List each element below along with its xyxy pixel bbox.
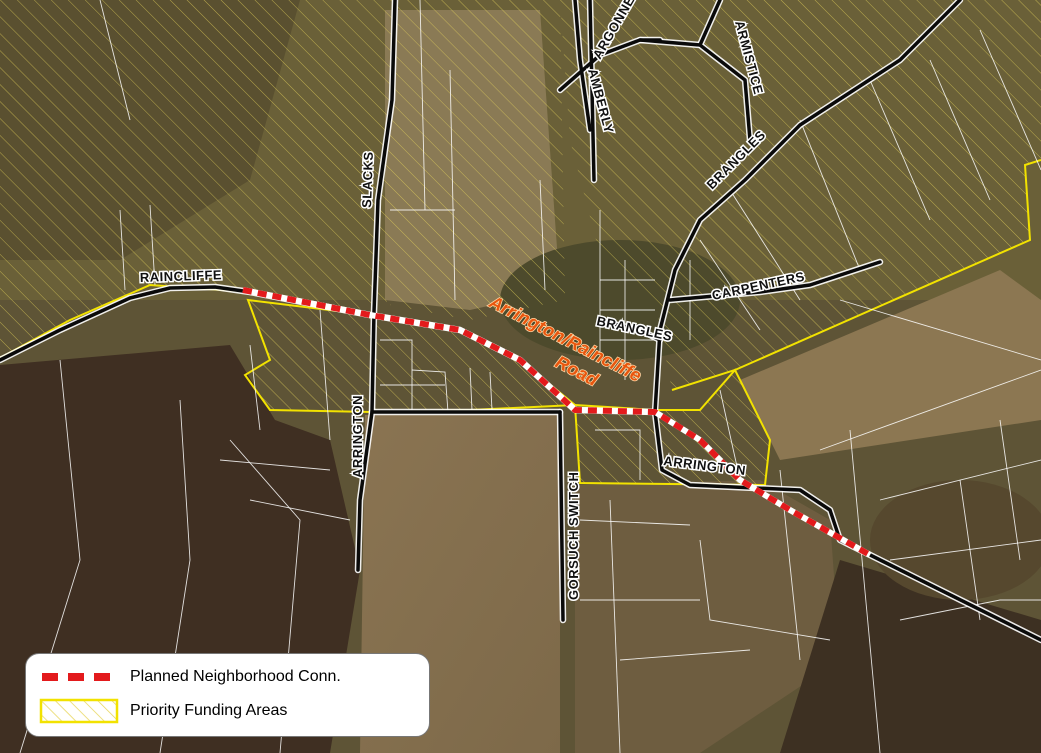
road-label-raincliffe: RAINCLIFFE	[140, 267, 223, 285]
planned-neighborhood-connection[interactable]	[242, 287, 872, 558]
legend: Planned Neighborhood Conn. Priority Fund…	[25, 653, 430, 737]
road-label-gorsuch-switch: GORSUCH SWITCH	[566, 472, 581, 600]
priority-funding-areas[interactable]	[0, 0, 1041, 487]
legend-item-planned-connection: Planned Neighborhood Conn.	[38, 660, 417, 694]
legend-item-priority-funding: Priority Funding Areas	[38, 694, 417, 728]
parcel-lines	[19, 0, 1041, 753]
road-label-arrington-west: ARRINGTON	[350, 395, 365, 478]
hatched-polygon-icon	[39, 698, 119, 724]
dashed-line-icon	[42, 673, 118, 681]
legend-label-planned-connection: Planned Neighborhood Conn.	[130, 668, 341, 685]
road-label-slacks: SLACKS	[359, 151, 376, 208]
legend-label-priority-funding: Priority Funding Areas	[130, 702, 288, 719]
